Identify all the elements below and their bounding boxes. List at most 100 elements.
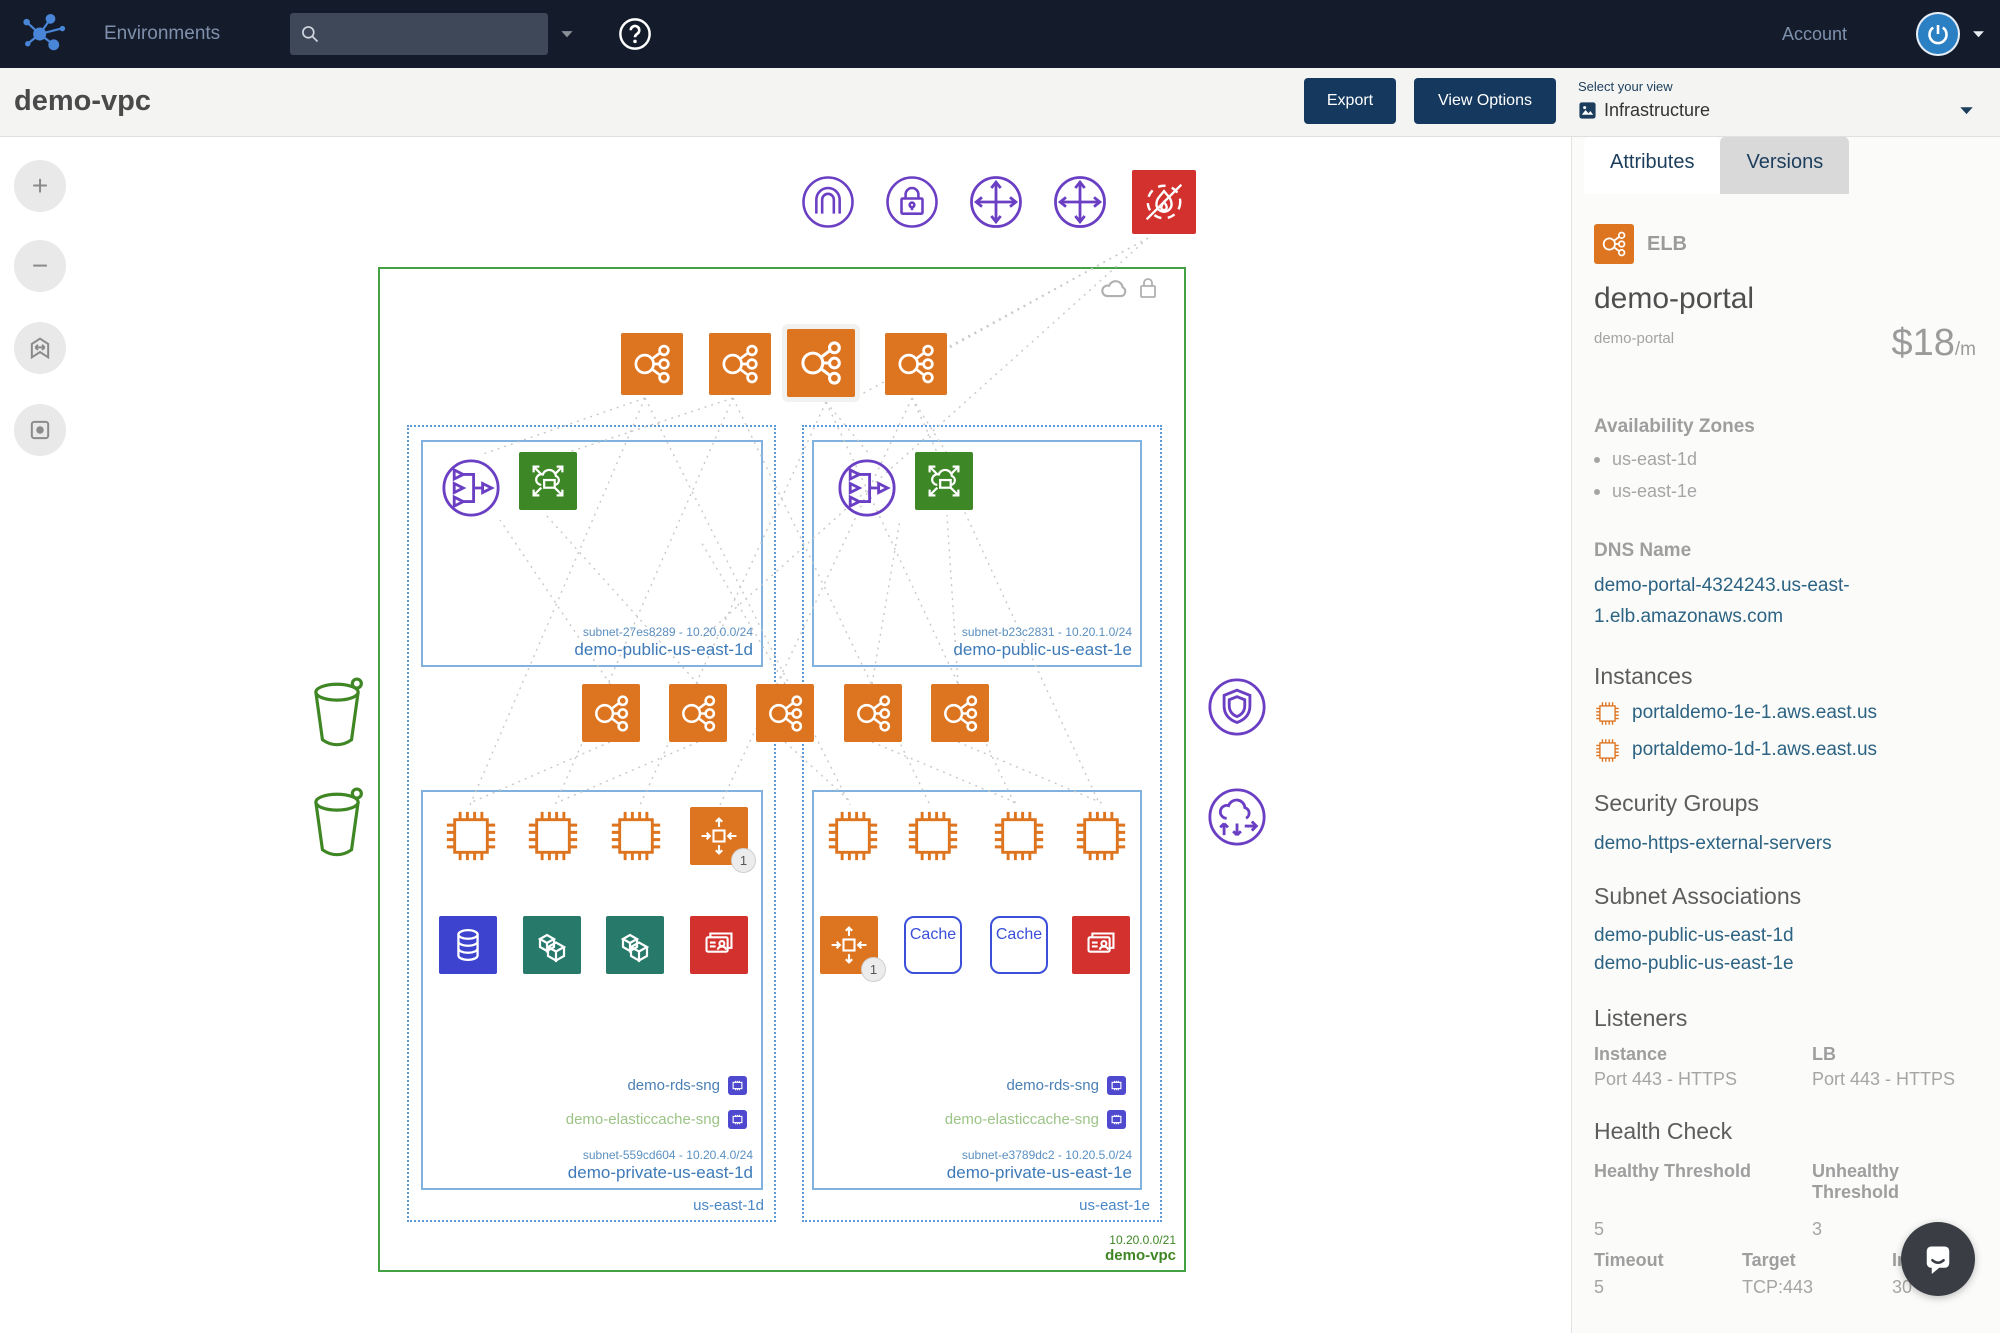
cache-node[interactable]: Cache <box>990 916 1048 974</box>
sg-section-header: Security Groups <box>1594 789 1759 816</box>
elasticache-subnet-group: demo-elasticcache-sng <box>945 1110 1126 1129</box>
attributes-panel: Attributes Versions ELB demo-portal demo… <box>1571 136 2000 1333</box>
ec2-instance-icon[interactable] <box>904 807 962 865</box>
elb-icon[interactable] <box>787 329 855 397</box>
subnet-name: demo-private-us-east-1e <box>946 1163 1132 1182</box>
ec2-instance-icon <box>1594 737 1621 764</box>
subnet-private-1d[interactable]: 1 demo-rds-sng demo-elasticcache-sng sub… <box>421 790 763 1190</box>
rds-subnet-group: demo-rds-sng <box>627 1076 747 1095</box>
autoscaling-group-icon[interactable] <box>915 452 973 510</box>
subnet-section-header: Subnet Associations <box>1594 882 1802 909</box>
elb-icon-selected[interactable] <box>782 324 860 402</box>
route-table-icon[interactable] <box>968 174 1024 230</box>
zoom-out-icon: − <box>31 250 49 281</box>
subnet-private-1e[interactable]: 1 Cache Cache demo-rds-sng demo-elasticc… <box>812 790 1142 1190</box>
health-section-header: Health Check <box>1594 1117 1733 1144</box>
zoom-in-button[interactable]: + <box>14 160 66 212</box>
elb-icon[interactable] <box>582 684 640 742</box>
s3-bucket-icon[interactable] <box>305 785 369 859</box>
sg-item: demo-https-external-servers <box>1594 832 1832 854</box>
subnet-name: demo-private-us-east-1d <box>567 1163 753 1182</box>
subnet-item: demo-public-us-east-1d <box>1594 924 1794 946</box>
waf-firewall-icon[interactable] <box>1132 170 1196 234</box>
nav-account[interactable]: Account <box>1782 24 1848 44</box>
search-caret-icon[interactable] <box>560 30 574 39</box>
resource-title: demo-portal <box>1594 282 1755 315</box>
lock-icon <box>1138 276 1158 300</box>
subnet-public-1d[interactable]: subnet-27es8289 - 10.20.0.0/24 demo-publ… <box>421 440 763 667</box>
elb-icon[interactable] <box>669 684 727 742</box>
ec2-instance-icon[interactable] <box>607 807 665 865</box>
internet-gateway-icon[interactable] <box>800 174 856 230</box>
bullet-icon <box>1594 456 1600 463</box>
ec2-instance-icon[interactable] <box>824 807 882 865</box>
scaling-instance-icon[interactable]: 1 <box>690 807 756 873</box>
az-item: us-east-1d <box>1594 449 1976 470</box>
subnet-label: subnet-e3789dc2 - 10.20.5.0/24 demo-priv… <box>947 1148 1132 1183</box>
subnet-public-1e[interactable]: subnet-b23c2831 - 10.20.1.0/24 demo-publ… <box>812 440 1142 667</box>
elb-icon[interactable] <box>844 684 902 742</box>
listener-col-label: LB <box>1812 1043 1836 1064</box>
subnet-label: subnet-b23c2831 - 10.20.1.0/24 demo-publ… <box>953 625 1132 660</box>
rds-subnet-group: demo-rds-sng <box>1006 1076 1126 1095</box>
view-dropdown-value: Infrastructure <box>1604 100 1711 120</box>
scaling-instance-icon[interactable]: 1 <box>820 916 886 982</box>
infrastructure-icon <box>1578 101 1597 120</box>
healthy-threshold-value: 5 <box>1594 1218 1605 1239</box>
avatar[interactable] <box>1916 12 1960 56</box>
cloud-transfer-icon[interactable] <box>1206 786 1268 848</box>
chat-widget-button[interactable] <box>1901 1222 1975 1296</box>
search-input[interactable] <box>328 24 532 44</box>
route-table-icon[interactable] <box>1052 174 1108 230</box>
rds-database-icon[interactable] <box>439 916 497 974</box>
subnet-id: subnet-b23c2831 - 10.20.1.0/24 <box>961 625 1132 639</box>
zoom-in-icon: + <box>31 170 49 201</box>
id-card-icon[interactable] <box>1072 916 1130 974</box>
elasticache-node-icon[interactable] <box>606 916 664 974</box>
search-box <box>290 13 548 55</box>
shield-icon[interactable] <box>1206 676 1268 738</box>
tab-versions[interactable]: Versions <box>1720 136 1850 194</box>
export-button[interactable]: Export <box>1304 78 1396 124</box>
ec2-instance-icon[interactable] <box>524 807 582 865</box>
help-icon[interactable] <box>618 17 652 51</box>
view-dropdown[interactable]: Infrastructure <box>1578 100 1982 121</box>
count-badge: 1 <box>861 957 886 982</box>
account-caret-icon[interactable] <box>1972 30 1985 39</box>
center-view-button[interactable] <box>14 404 66 456</box>
autoscaling-group-icon[interactable] <box>519 452 577 510</box>
fit-view-icon <box>26 334 54 362</box>
id-card-icon[interactable] <box>690 916 748 974</box>
target-value: TCP:443 <box>1742 1276 1814 1297</box>
network-acl-icon[interactable] <box>884 174 940 230</box>
tab-attributes[interactable]: Attributes <box>1584 136 1721 194</box>
nav-environments[interactable]: Environments <box>104 23 221 44</box>
elb-icon[interactable] <box>885 333 947 395</box>
rds-sng-label: demo-rds-sng <box>1006 1077 1099 1094</box>
cache-node[interactable]: Cache <box>904 916 962 974</box>
view-options-button[interactable]: View Options <box>1414 78 1556 124</box>
elb-icon[interactable] <box>621 333 683 395</box>
ec2-instance-icon[interactable] <box>990 807 1048 865</box>
zoom-out-button[interactable]: − <box>14 240 66 292</box>
router-icon[interactable] <box>440 457 502 519</box>
fit-view-button[interactable] <box>14 322 66 374</box>
elb-icon[interactable] <box>756 684 814 742</box>
ec2-instance-icon[interactable] <box>442 807 500 865</box>
page-title: demo-vpc <box>14 85 151 117</box>
hava-logo-icon[interactable] <box>18 8 70 60</box>
timeout-value: 5 <box>1594 1276 1605 1297</box>
dns-section-header: DNS Name <box>1594 540 1692 561</box>
ec2-instance-icon[interactable] <box>1072 807 1130 865</box>
s3-bucket-icon[interactable] <box>305 675 369 749</box>
elasticache-node-icon[interactable] <box>523 916 581 974</box>
listener-value: Port 443 - HTTPS <box>1812 1068 1956 1089</box>
elb-icon[interactable] <box>709 333 771 395</box>
cache-sng-icon <box>728 1110 747 1129</box>
subnet-name: demo-public-us-east-1e <box>953 640 1132 659</box>
router-icon[interactable] <box>836 457 898 519</box>
cache-node-label: Cache <box>995 926 1043 943</box>
elb-icon[interactable] <box>931 684 989 742</box>
subnet-label: subnet-27es8289 - 10.20.0.0/24 demo-publ… <box>574 625 753 660</box>
cache-node-label: Cache <box>909 926 957 943</box>
